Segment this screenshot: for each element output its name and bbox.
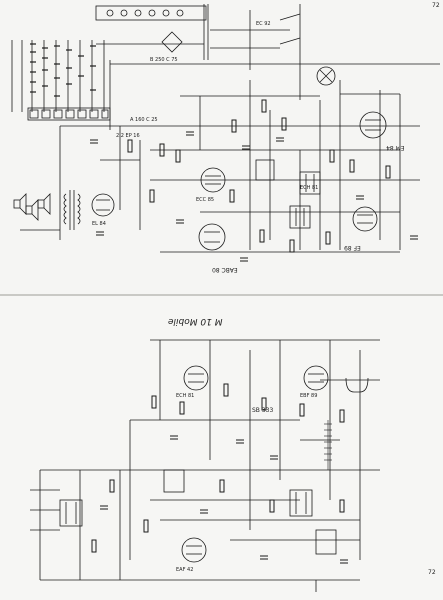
output-transformer [63, 190, 81, 230]
transistor-code: SB 333 [252, 407, 274, 414]
tube-em84 [359, 111, 387, 139]
if-transformers-upper [255, 159, 321, 229]
tube-eabc80 [198, 223, 226, 251]
page-number-bottom: 72 [428, 569, 436, 576]
variable-capacitor-bank [324, 420, 332, 470]
tube-ecc85-upper [200, 167, 226, 193]
if-transformers-lower [59, 469, 337, 555]
lower-wiring [30, 339, 380, 592]
speakers [13, 193, 60, 231]
type-code-label: 2.2 EP 16 [116, 133, 140, 139]
lower-tube-label-3: EAF 42 [176, 567, 194, 573]
lower-page [0, 295, 443, 600]
tube-ech81-lower [183, 365, 209, 391]
magic-eye [316, 66, 336, 86]
lower-title: M 10 Mobile [168, 316, 223, 326]
switch-contacts [30, 43, 96, 97]
tube-el84 [91, 193, 115, 217]
tube-label-ec92: EC 92 [256, 21, 271, 27]
tube-ef89 [352, 206, 378, 232]
upper-components [90, 99, 418, 262]
lower-tube-label-1: ECH 81 [176, 393, 195, 399]
lower-components [91, 383, 348, 564]
dial-lamp [345, 377, 369, 393]
upper-page [0, 0, 443, 295]
switch-matrix [11, 40, 111, 121]
tube-label-ecc85: ECC 85 [196, 197, 215, 203]
lower-tube-label-2: EBF 89 [300, 393, 318, 399]
power-supply [95, 4, 301, 100]
page-number-top: 72 [432, 2, 440, 9]
tube-label-em84: EM 84 [386, 144, 405, 151]
tube-label-ef89: EF 89 [344, 244, 361, 251]
tube-eaf42-lower [181, 537, 207, 563]
tube-label-eabc80: EABC 80 [212, 266, 238, 273]
tube-label-ech81-upper: ECH 81 [300, 185, 319, 191]
misc-label-1: B 250 C 75 [150, 57, 178, 63]
misc-label-2: A 160 C 25 [130, 117, 158, 123]
tube-label-el84: EL 84 [92, 221, 106, 227]
tube-ebf89-lower [303, 365, 329, 391]
